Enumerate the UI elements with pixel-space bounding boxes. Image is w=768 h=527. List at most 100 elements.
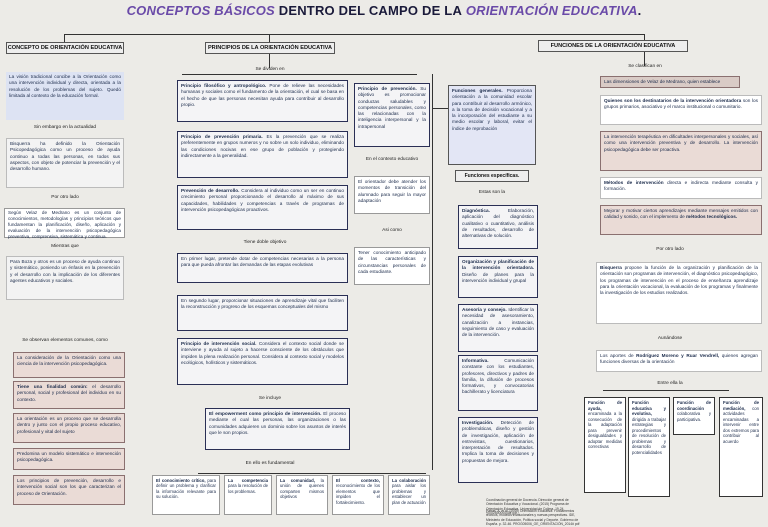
specific-function: Informativa. Comunicación constante con … [458, 355, 538, 411]
principle-philosophical: Principio filosófico y antropológico. Po… [177, 80, 348, 122]
principle-development-title: Prevención de desarrollo. [181, 188, 240, 193]
objective-second: En segundo lugar, proporcionar situacion… [177, 295, 348, 331]
col1-common-item-text: La orientación es un proceso que se desa… [17, 416, 121, 434]
specific-function: Asesoría y consejo. Identificar la neces… [458, 304, 538, 352]
contributions-box: Los aportes de Rodríguez Moreno y Ruar V… [596, 350, 762, 372]
principle-empowerment-text: El proceso mediante el cual las personas… [209, 411, 346, 435]
function-card-lead: Función educativa y evolutiva, [632, 400, 666, 416]
col4-connector-son: Estas son la [478, 190, 506, 195]
col2-spine-line [269, 54, 270, 68]
principle-social-title: Principio de intervención social. [181, 341, 257, 346]
fundamental-item: El conocimiento crítico, para definir un… [152, 475, 220, 515]
therapeutic-intervention: La intervención terapéutica en dificulta… [600, 131, 762, 171]
principle-primary-prevention: Principio de prevención primaria. Es la … [177, 131, 348, 178]
title-connector-line [64, 34, 644, 35]
col1-common-item: La consideración de la Orientación como … [13, 352, 125, 378]
general-functions: Funciones generales. Proporciona orienta… [448, 85, 536, 165]
function-card-text: encaminada a la consecución de la adapta… [588, 411, 622, 449]
specific-function-text: Comunicación constante con los estudiant… [462, 358, 534, 395]
col1-header: CONCEPTO DE ORIENTACIÓN EDUCATIVA [6, 42, 124, 54]
specific-function-text: Diseño de planes para la intervención in… [462, 271, 534, 283]
principle-prevention-title: Principio de prevención. [358, 86, 417, 91]
principle-empowerment: El empowerment como principio de interve… [205, 408, 350, 450]
principle-social: Principio de intervención social. Consid… [177, 338, 348, 385]
col5-connector-aun: Aunándose [657, 336, 683, 341]
fundamental-item-lead: El contexto, [336, 478, 380, 483]
col2-connector-fund: En ello es fundamental [245, 461, 295, 466]
col1-common-item-text: La consideración de la Orientación como … [17, 355, 121, 367]
intervention-methods-title: Métodos de intervención [604, 180, 664, 185]
recipients-box: Quienes son los destinatarios de la inte… [600, 95, 762, 125]
specific-function: Investigación. Detección de problemática… [458, 417, 538, 483]
reference-2: Parras, A. et al. (2009) Orientación Edu… [486, 509, 580, 527]
recipients-title: Quienes son los destinatarios de la inte… [604, 98, 742, 103]
specific-function-lead: Investigación. [462, 420, 494, 425]
specific-function-lead: Organización y planificación de la inter… [462, 259, 534, 271]
recipients-text: son los grupos primarios, asociativo y e… [604, 98, 759, 110]
col2-fund-line [198, 473, 426, 474]
col1-connector-3: Mientras que [51, 244, 79, 249]
col1-common-item-text: Predomina un modelo sistemático e interv… [17, 451, 121, 463]
col1-common-item: La orientación es un proceso que se desa… [13, 413, 125, 443]
col2-branch-line [182, 74, 417, 75]
specific-function-lead: Diagnóstica. [462, 208, 490, 213]
col1-common-item: Los principios de prevención, desarrollo… [13, 475, 125, 505]
fundamental-item-text: para la resolución de los problemas. [228, 483, 268, 494]
col2-connector-divide: Se dividen en [255, 67, 285, 72]
col1-common-item: Predomina un modelo sistemático e interv… [13, 448, 125, 470]
col4-link-line [432, 108, 454, 109]
fundamental-item-text: para definir un problema y clarificar la… [156, 478, 216, 500]
col5-connector-otro: Por otro lado [656, 247, 684, 252]
col3-connector-ctx: En el contexto educativo [365, 157, 419, 162]
bisquerra-functions-title: Bisquerra [600, 265, 622, 270]
intervention-methods-text: directa e indirecta mediante consulta y … [604, 180, 759, 192]
principle-prevention-text: Su objetivo es promocionar conductas sal… [358, 86, 426, 129]
title-part-3: ORIENTACIÓN EDUCATIVA [465, 3, 638, 18]
col5-header: FUNCIONES DE LA ORIENTACIÓN EDUCATIVA [538, 40, 688, 52]
col1-velaz-def: Según Velaz de Medrano es un conjunto de… [4, 208, 125, 239]
fundamental-item-text: para aislar los problemas y establecer u… [392, 483, 426, 505]
intervention-methods: Métodos de intervención directa e indire… [600, 177, 762, 199]
bisquerra-functions-text: propone la función de la organización y … [600, 265, 758, 296]
col1-boza-def: Para Boza y otros es un proceso de ayuda… [6, 256, 124, 300]
specific-function-text: Elaboración, aplicación del diagnóstico … [462, 208, 534, 239]
col5-connector-clas: Se clasifican en [628, 64, 662, 69]
function-card: Función de coordinación colaborativa y p… [673, 397, 715, 435]
function-card-text: con actividades encaminadas a intervenir… [723, 405, 759, 444]
col1-common-item-text: el desarrollo personal, social y profesi… [17, 384, 121, 402]
title-part-1: CONCEPTOS BÁSICOS [126, 3, 275, 18]
function-card: Función de ayuda, encaminada a la consec… [584, 397, 626, 493]
col3-connector-asi: Asi como [382, 228, 402, 233]
specific-function-text: Detección de problemáticas, diseño y ges… [462, 420, 534, 463]
fundamental-item-text: reconocimiento de los elementos que impi… [336, 483, 380, 505]
col1-common-item: Tiene una finalidad común: el desarrollo… [13, 381, 125, 409]
col4-branch-line [432, 74, 433, 470]
col1-traditional-view: La visión tradicional concibe a la Orien… [6, 72, 124, 120]
principle-development: Prevención de desarrollo. Considera al i… [177, 185, 348, 230]
specific-function-lead: Informativa. [462, 358, 489, 363]
col1-connector-1: Sin embargo en la actualidad [33, 125, 97, 130]
general-functions-text: Proporciona orientación a la comunidad e… [452, 88, 533, 131]
fundamental-item-lead: La colaboración [392, 478, 426, 483]
contributions-bold: Rodríguez Moreno y Ruar Vendrell, [636, 353, 720, 358]
col1-drop-line [64, 34, 65, 42]
technological-methods: Mejorar y motivar ciertos aprendizajes m… [600, 205, 762, 235]
specific-functions-header: Funciones específicas. [455, 170, 529, 182]
principle-prevention: Principio de prevención. Su objetivo es … [354, 83, 430, 147]
principle-primary-prevention-title: Principio de prevención primaria. [181, 134, 263, 139]
fundamental-item-lead: La competencia [228, 478, 268, 483]
function-card-lead: Función de mediación, [723, 400, 759, 411]
velaz-dimensions: Las dimensiones de Velaz de Medrano, qui… [600, 76, 740, 88]
col2-header: PRINCIPIOS DE LA ORIENTACIÓN EDUCATIVA [205, 42, 335, 54]
col5-drop-line [644, 34, 645, 40]
col1-connector-4: Se observan elementos comunes, como [22, 338, 108, 343]
function-card: Función educativa y evolutiva, dirigida … [628, 397, 670, 497]
fundamental-item: La competencia para la resolución de los… [224, 475, 272, 515]
specific-function: Diagnóstica. Elaboración, aplicación del… [458, 205, 538, 249]
student-knowledge: Tener conocimiento anticipado de las car… [354, 247, 430, 285]
col1-connector-2: Por otro lado [51, 195, 79, 200]
objective-first: En primer lugar, pretende dotar de compe… [177, 253, 348, 283]
specific-function-lead: Asesoría y consejo. [462, 307, 507, 312]
specific-function: Organización y planificación de la inter… [458, 256, 538, 298]
col2-connector-doble: Tiene doble objetivo [243, 240, 287, 245]
